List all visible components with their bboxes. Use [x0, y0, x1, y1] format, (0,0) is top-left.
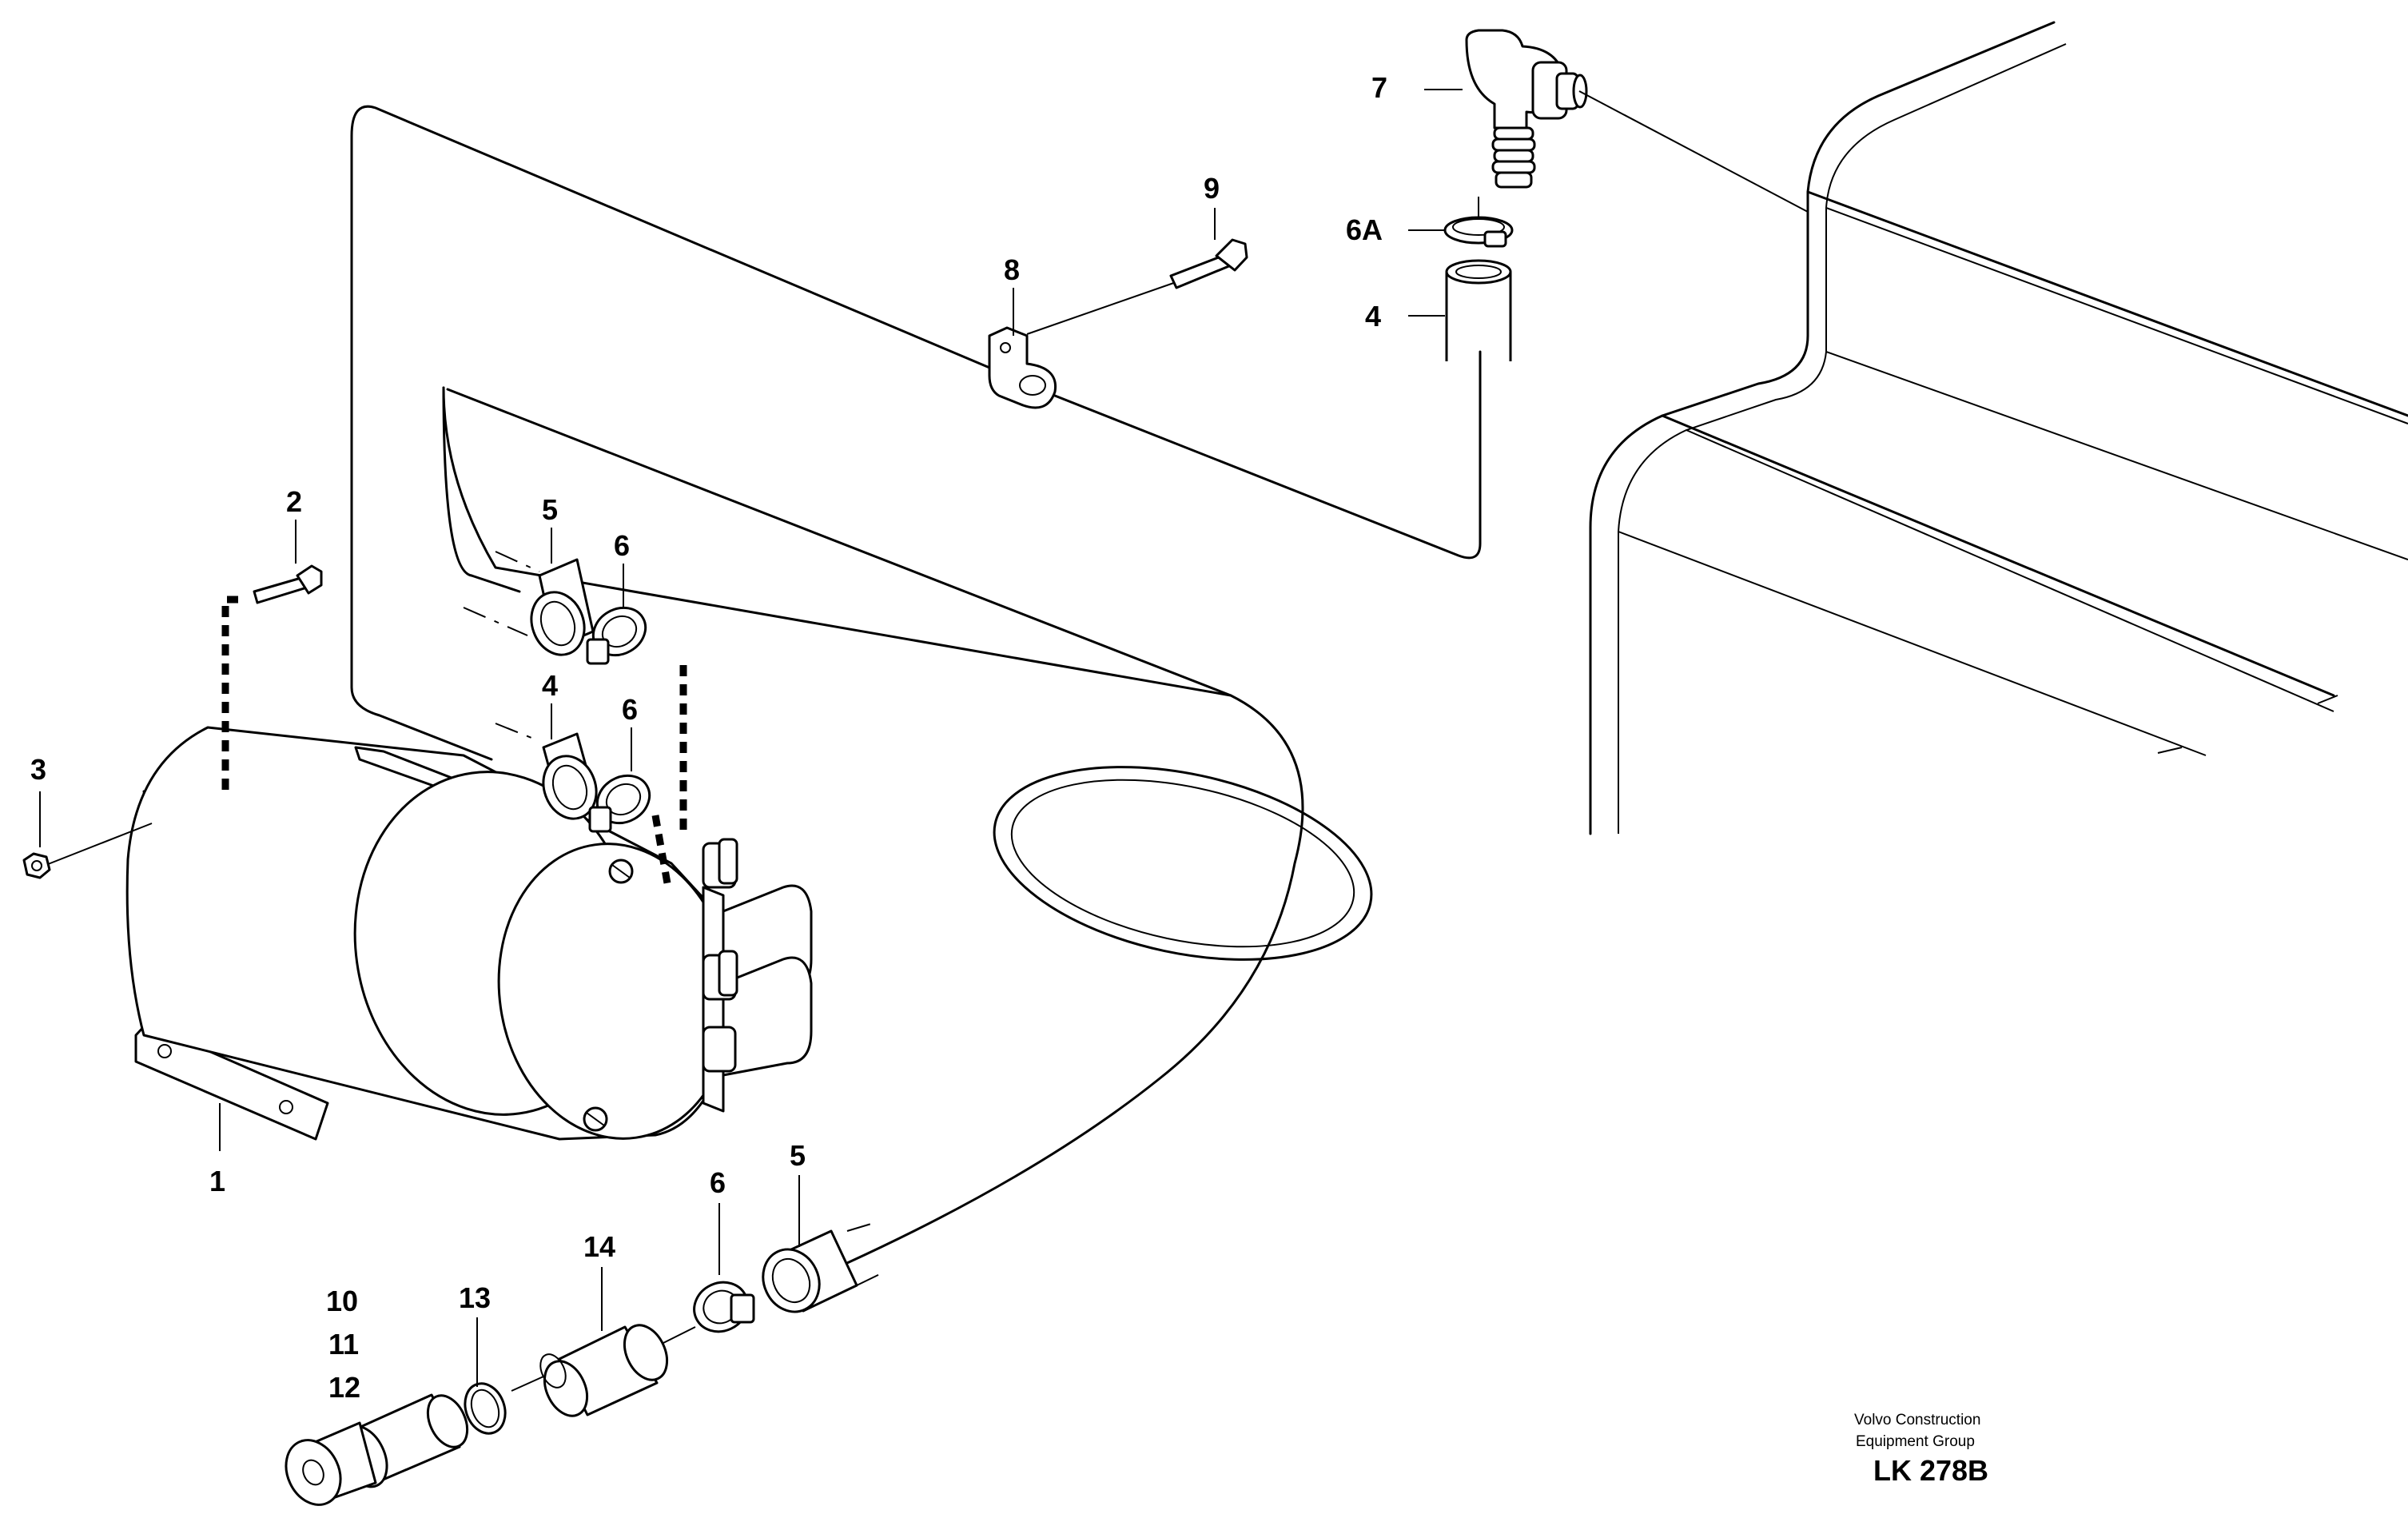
callout-7: 7 — [1371, 71, 1387, 104]
p-clip — [988, 326, 1057, 409]
hose-stub-top — [1445, 197, 1512, 361]
nut-3 — [22, 852, 51, 879]
credit-line-1: Volvo Construction — [1854, 1412, 1980, 1428]
hose-4-mid — [495, 723, 598, 820]
callout-13: 13 — [459, 1281, 491, 1314]
o-ring-13 — [464, 1382, 507, 1435]
callout-3: 3 — [30, 753, 46, 786]
callout-labels: 7 9 6A 8 4 2 5 6 4 6 3 1 5 6 14 13 10 11… — [30, 71, 1387, 1404]
callout-1: 1 — [209, 1165, 225, 1197]
clamp-6-top — [586, 606, 647, 665]
elbow-fitting — [1465, 29, 1809, 213]
callout-6-top: 6 — [614, 529, 630, 562]
callout-2: 2 — [286, 485, 302, 518]
bolt-9 — [1026, 238, 1248, 335]
callout-10: 10 — [326, 1285, 358, 1317]
leader-lines — [39, 89, 1463, 1387]
credit-line-2: Equipment Group — [1856, 1433, 1975, 1450]
tank-outline — [1589, 21, 2408, 835]
adapter-14 — [511, 1324, 696, 1417]
mounting-guides — [39, 596, 687, 884]
clamp-6-mid — [588, 774, 651, 833]
callout-8: 8 — [1004, 253, 1020, 286]
callout-5-bottom: 5 — [790, 1139, 806, 1172]
callout-12: 12 — [328, 1371, 360, 1404]
screw-2 — [253, 564, 323, 604]
hose-routing — [350, 105, 1482, 1265]
plug-10-12 — [285, 1393, 469, 1506]
callout-4-top: 4 — [1365, 300, 1381, 333]
callout-14: 14 — [583, 1230, 615, 1263]
hose-clamp-6A — [1443, 216, 1514, 248]
drawing-credit: Volvo Construction Equipment Group LK 27… — [1854, 1412, 1988, 1487]
heater-unit — [125, 726, 813, 1141]
callout-6A: 6A — [1346, 213, 1383, 246]
callout-4-mid: 4 — [542, 669, 558, 702]
hose-5-bottom — [762, 1221, 884, 1313]
callout-6-mid: 6 — [622, 693, 638, 726]
callout-5-top: 5 — [542, 493, 558, 526]
callout-6-bottom: 6 — [710, 1166, 726, 1199]
drawing-code: LK 278B — [1873, 1454, 1988, 1487]
clamp-6-bottom — [693, 1281, 755, 1333]
callout-11: 11 — [328, 1328, 359, 1361]
callout-9: 9 — [1204, 172, 1220, 205]
hose-5-top — [463, 551, 595, 656]
